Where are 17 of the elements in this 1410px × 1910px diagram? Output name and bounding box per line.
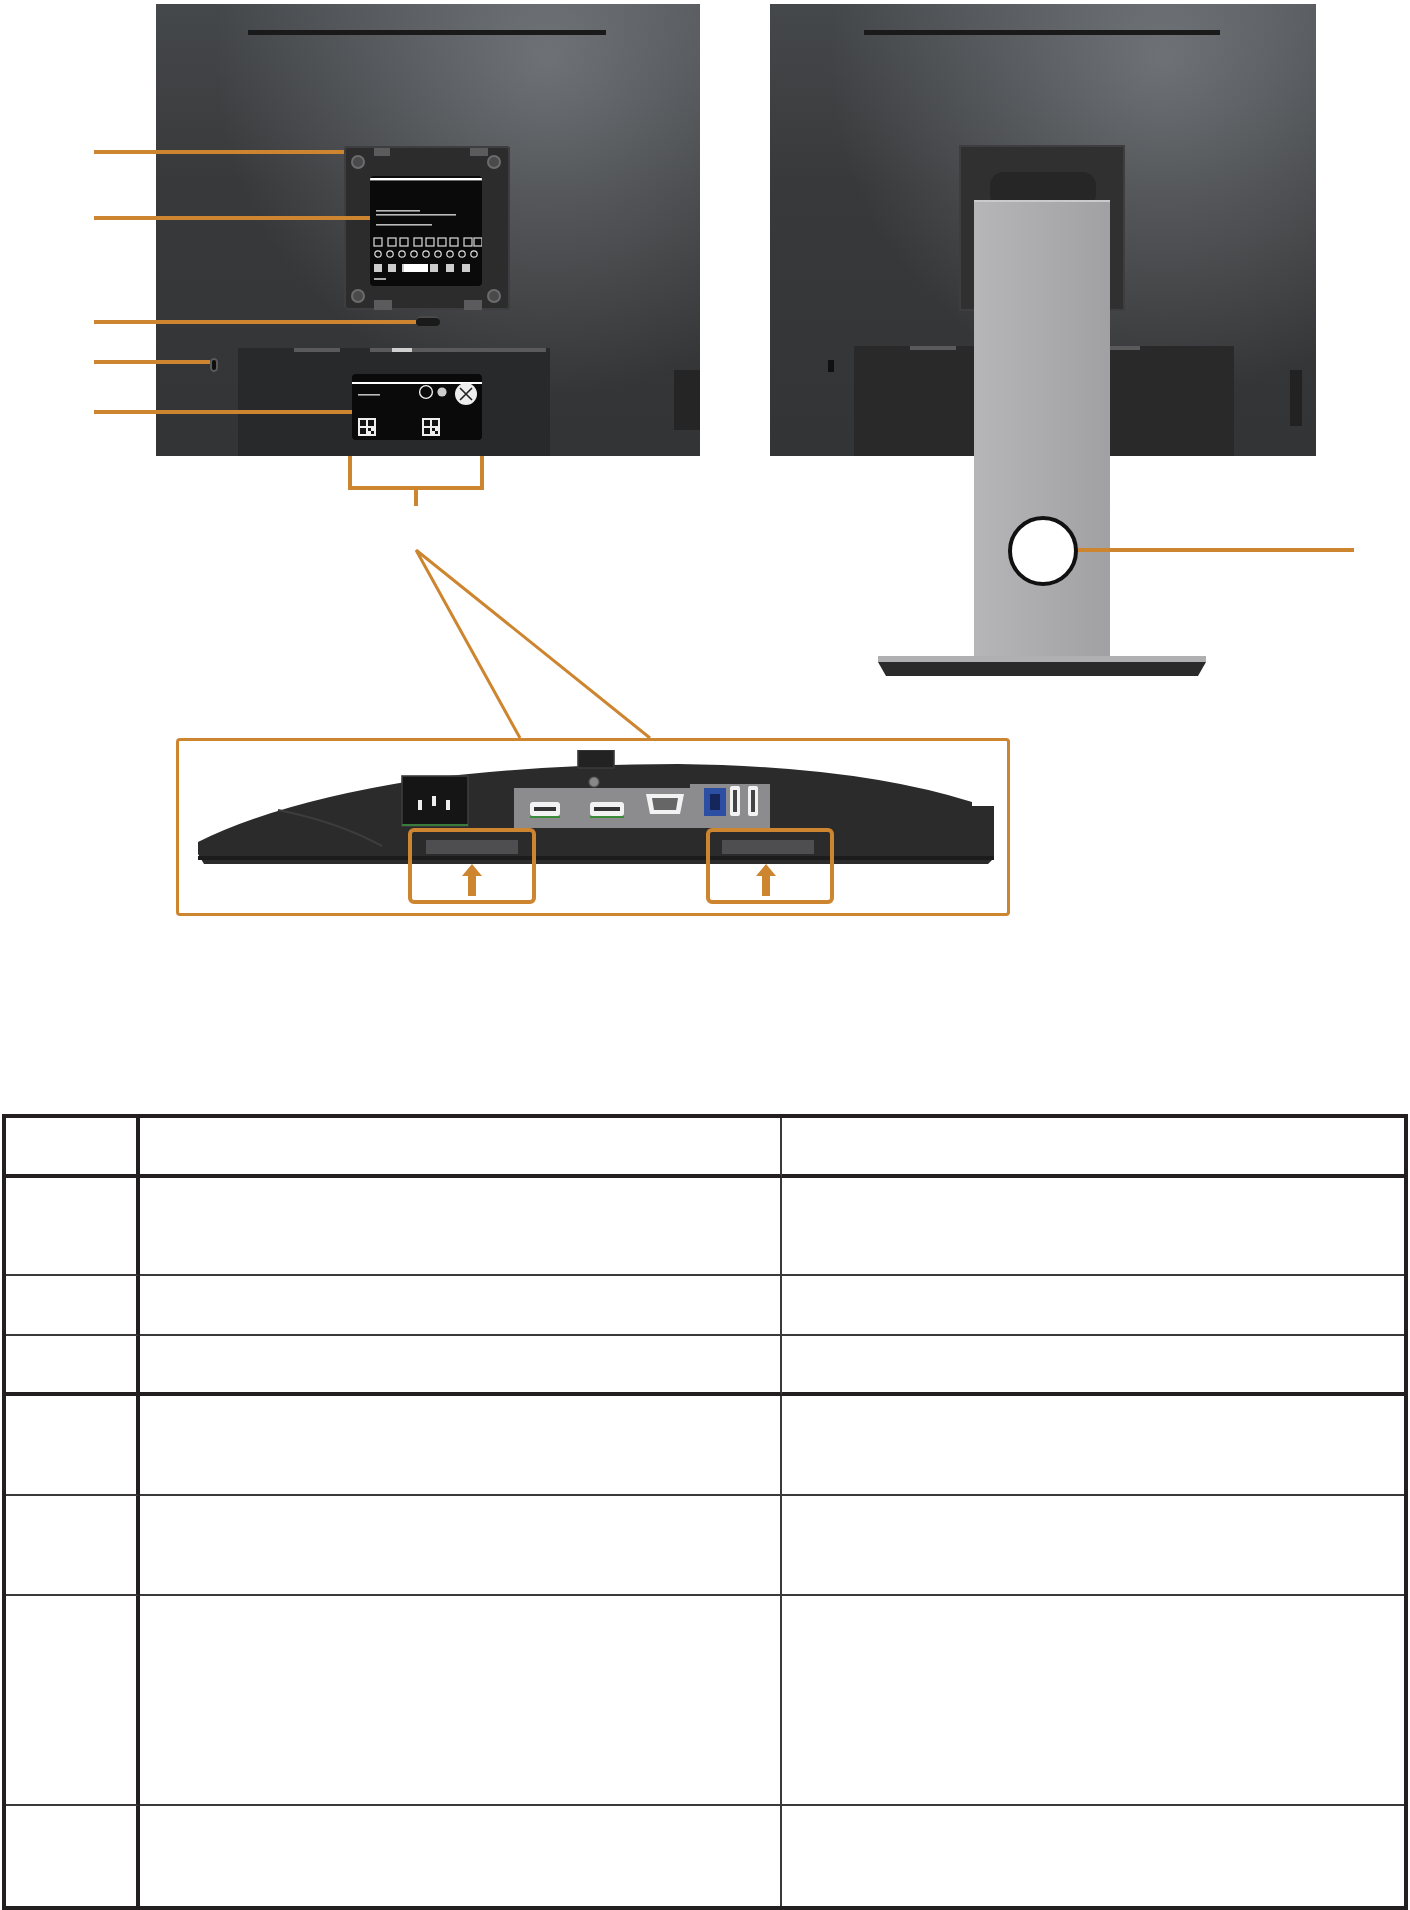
mounting-plate	[344, 146, 510, 310]
barcode-label-drawing	[352, 374, 482, 440]
leader-line	[94, 150, 344, 154]
leader-line	[1078, 548, 1354, 552]
zoom-callout-line	[414, 548, 652, 740]
release-tab	[416, 316, 440, 326]
leader-line	[94, 320, 416, 324]
lock-slot	[210, 358, 218, 372]
zoom-inset	[176, 738, 1010, 916]
leader-line	[94, 216, 370, 220]
leader-line	[94, 410, 352, 414]
leader-line	[94, 360, 210, 364]
regulatory-label-drawing	[370, 176, 482, 286]
cable-hole	[1008, 516, 1078, 586]
monitor-with-stand	[770, 4, 1316, 678]
monitor-back-panel	[156, 4, 700, 456]
stand-column	[974, 200, 1110, 656]
